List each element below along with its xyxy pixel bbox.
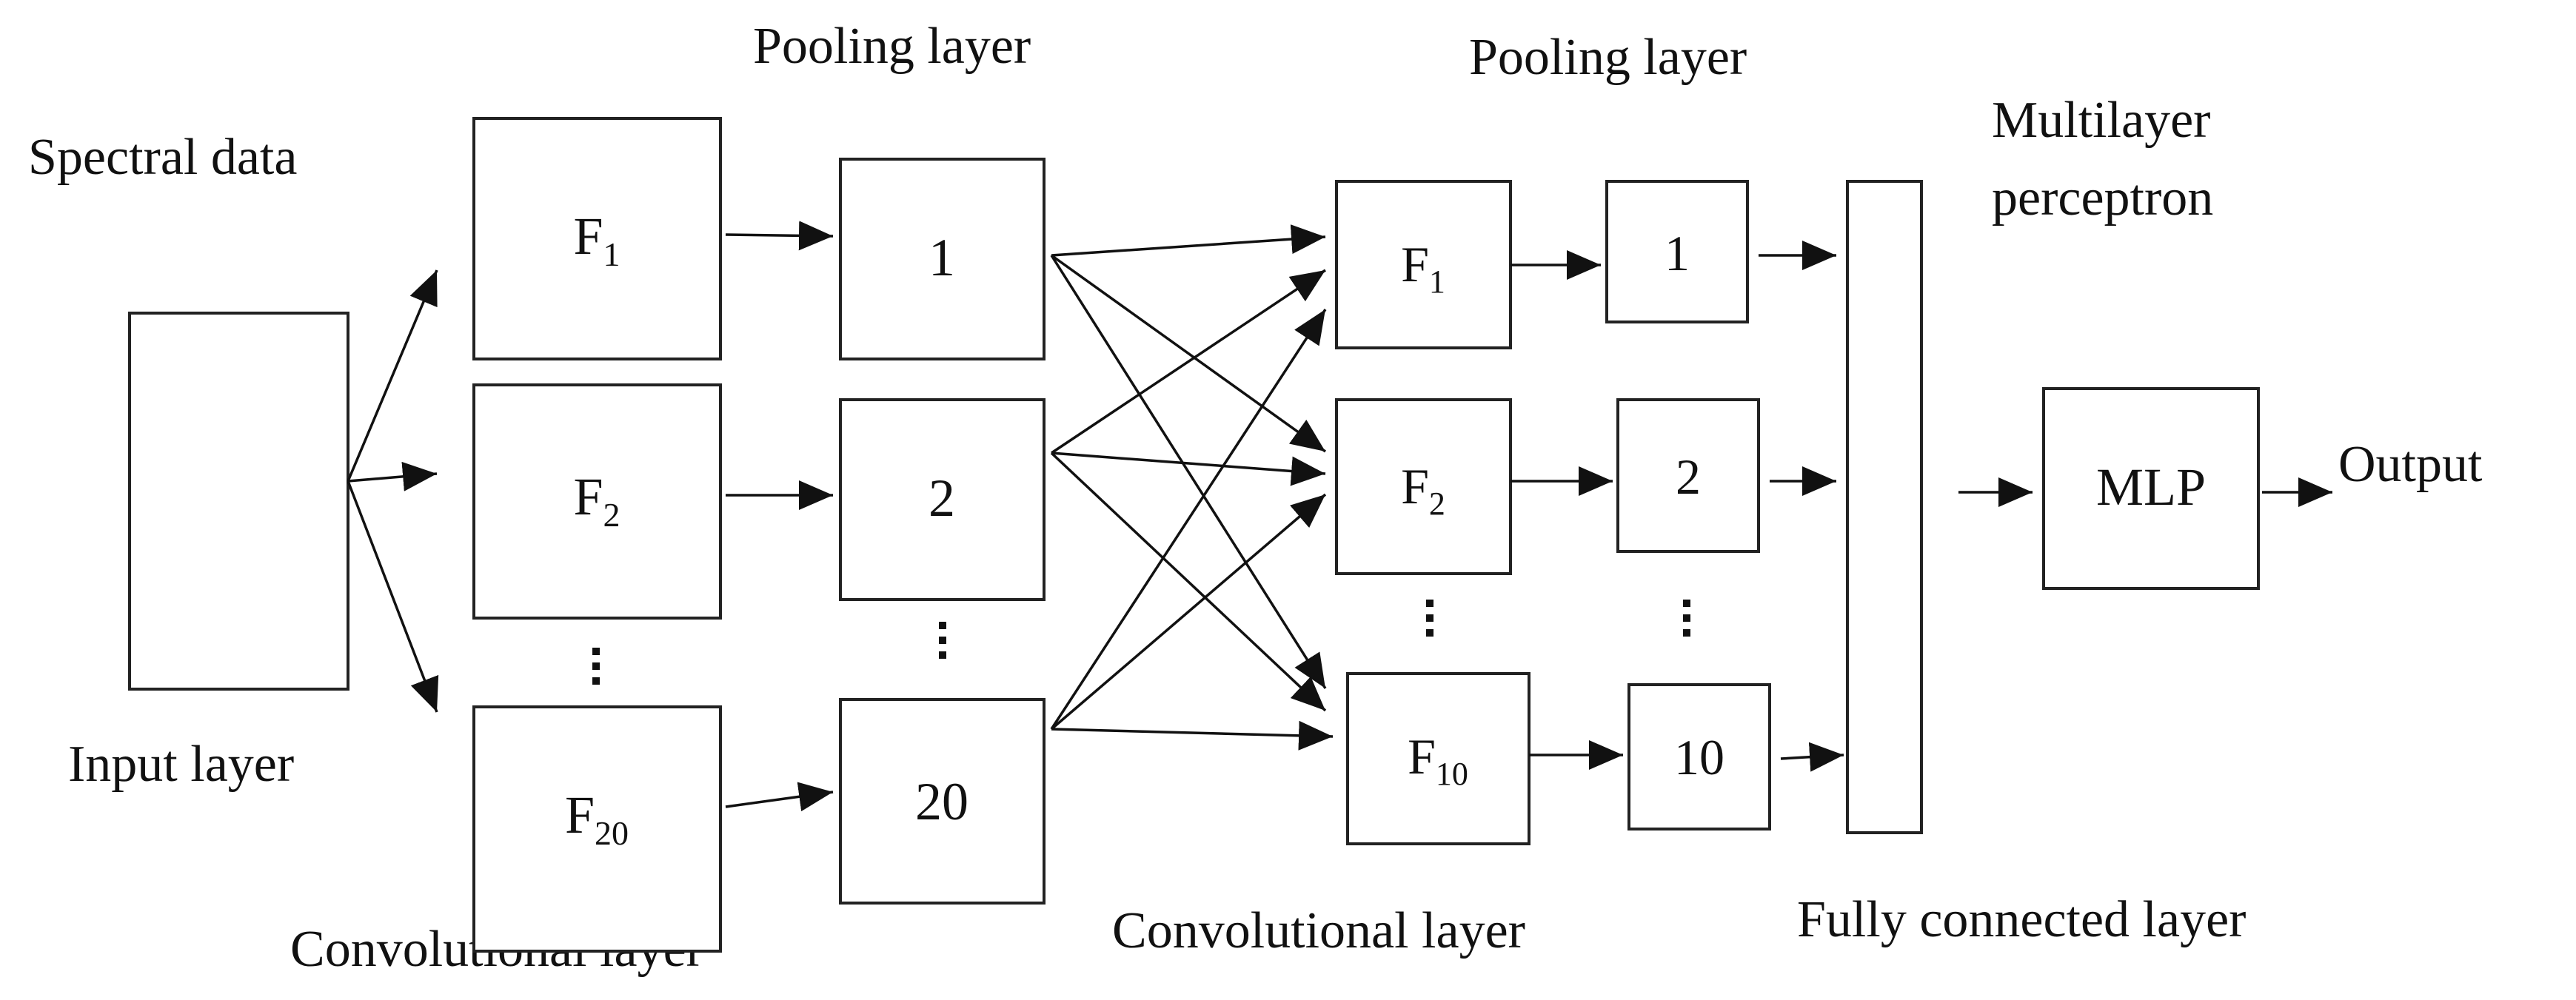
conv1-label-f2: F2 <box>573 467 620 534</box>
conv2-box-f10 <box>1346 672 1530 845</box>
arrows-conv1-to-pool1 <box>725 221 834 812</box>
pool1-box-2 <box>839 398 1046 601</box>
conv1-box-f2 <box>472 383 722 620</box>
arrows-conv2-to-pool2 <box>1511 250 1623 770</box>
conv1-box-f20 <box>472 705 722 953</box>
conv2-label-f2: F2 <box>1401 458 1445 522</box>
output-label: Output <box>2338 436 2483 493</box>
perceptron-label: perceptron <box>1992 170 2213 226</box>
ellipsis-pool1 <box>939 622 946 659</box>
pool2-label-1: 1 <box>1665 225 1690 281</box>
pooling-layer-label-1: Pooling layer <box>753 18 1031 75</box>
fully-connected-box <box>1846 180 1923 834</box>
pool2-box-10 <box>1627 683 1771 830</box>
pool1-label-20: 20 <box>915 772 968 831</box>
conv2-label-f10: F10 <box>1408 728 1468 792</box>
pool1-label-2: 2 <box>929 469 955 528</box>
conv2-box-f2 <box>1335 398 1512 575</box>
ellipsis-conv1 <box>592 648 600 685</box>
conv1-label-f20: F20 <box>565 785 629 852</box>
pool1-box-1 <box>839 158 1046 360</box>
conv2-label-f1: F1 <box>1401 236 1445 300</box>
pool1-box-20 <box>839 698 1046 905</box>
arrows-pool1-to-conv2 <box>1050 224 1334 751</box>
convolutional-layer-label-2: Convolutional layer <box>1112 902 1525 959</box>
pool2-box-1 <box>1605 180 1749 323</box>
mlp-box <box>2042 387 2260 590</box>
arrows-pool2-to-fc <box>1759 241 1844 772</box>
ellipsis-conv2 <box>1426 600 1433 637</box>
conv1-box-f1 <box>472 117 722 360</box>
conv2-box-f1 <box>1335 180 1512 349</box>
mlp-box-label: MLP <box>2096 457 2206 517</box>
spectral-data-label: Spectral data <box>28 129 297 186</box>
pool2-label-10: 10 <box>1674 729 1724 785</box>
input-layer-box <box>128 312 349 691</box>
multilayer-label: Multilayer <box>1992 92 2210 149</box>
pool2-label-2: 2 <box>1676 449 1701 505</box>
pool1-label-1: 1 <box>929 228 955 287</box>
arrows-input-to-conv1 <box>347 269 439 713</box>
fully-connected-layer-label: Fully connected layer <box>1797 891 2246 948</box>
pooling-layer-label-2: Pooling layer <box>1469 29 1747 86</box>
ellipsis-pool2 <box>1683 600 1690 637</box>
pool2-box-2 <box>1616 398 1760 553</box>
input-layer-label: Input layer <box>68 736 294 793</box>
conv1-label-f1: F1 <box>573 207 620 273</box>
